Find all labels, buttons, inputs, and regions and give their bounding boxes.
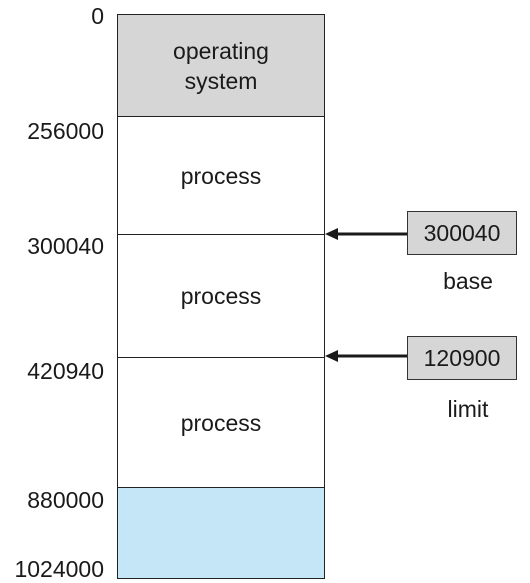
address-label-300040: 300040 bbox=[27, 233, 104, 259]
limit-register: 120900 bbox=[407, 336, 517, 380]
limit-arrow bbox=[325, 350, 407, 362]
process-segment-3-label: process bbox=[180, 409, 262, 436]
base-register-value: 300040 bbox=[423, 219, 501, 246]
process-segment-1-label: process bbox=[180, 162, 262, 189]
os-segment: operating system bbox=[118, 15, 324, 116]
address-label-1024000: 1024000 bbox=[14, 556, 104, 582]
process-segment-2-label: process bbox=[180, 283, 262, 309]
limit-register-value: 120900 bbox=[423, 344, 501, 371]
address-label-256000: 256000 bbox=[27, 118, 104, 144]
process-segment-2: process bbox=[118, 234, 324, 357]
address-label-420940: 420940 bbox=[27, 358, 104, 384]
memory-column: operating system process process process bbox=[117, 14, 325, 579]
limit-register-label: limit bbox=[447, 396, 489, 422]
base-arrow bbox=[325, 228, 407, 240]
process-segment-3: process bbox=[118, 357, 324, 487]
base-register-label: base bbox=[443, 268, 493, 294]
os-segment-label: operating system bbox=[173, 37, 269, 94]
base-register: 300040 bbox=[407, 211, 517, 255]
address-label-0: 0 bbox=[91, 3, 104, 29]
process-segment-1: process bbox=[118, 116, 324, 234]
address-label-880000: 880000 bbox=[27, 487, 104, 513]
free-segment bbox=[118, 487, 324, 578]
